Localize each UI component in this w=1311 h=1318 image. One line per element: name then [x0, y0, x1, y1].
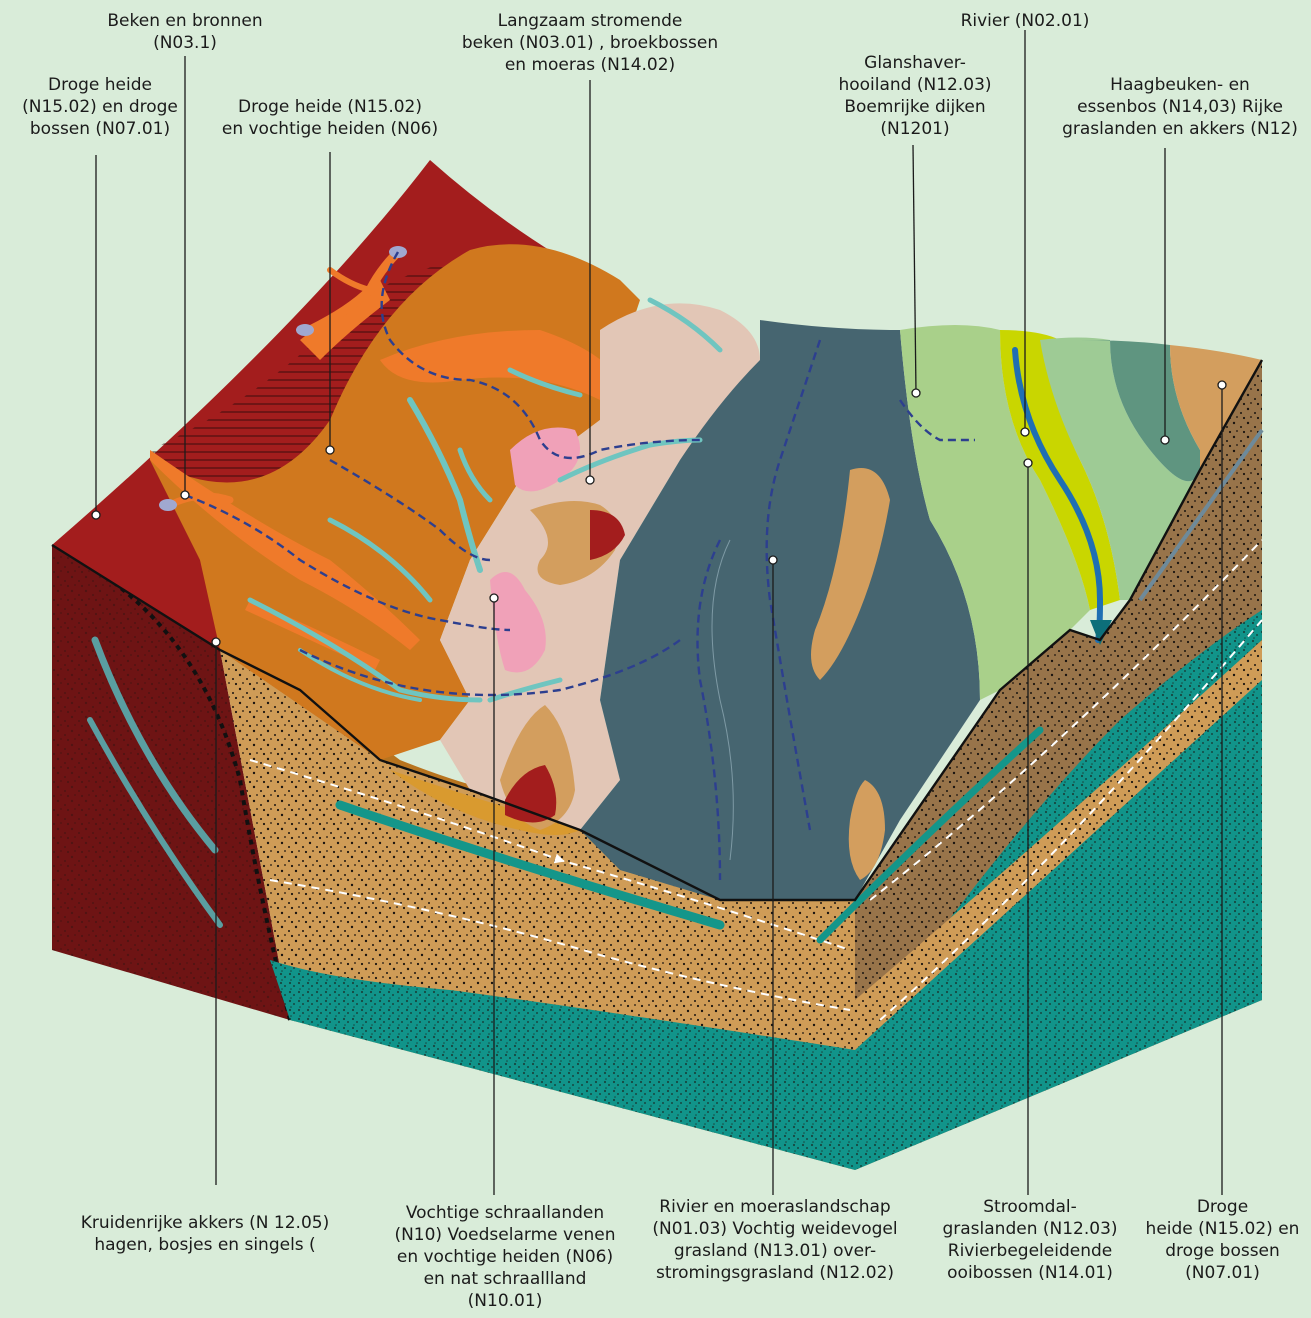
label-rivier: Rivier (N02.01)	[950, 10, 1100, 32]
label-droge-heide-vochtig: Droge heide (N15.02)en vochtige heiden (…	[205, 96, 455, 140]
label-beken-bronnen: Beken en bronnen(N03.1)	[85, 10, 285, 54]
label-vochtige-schraallanden: Vochtige schraallanden(N10) Voedselarme …	[380, 1202, 630, 1312]
label-stroomdal: Stroomdal-graslanden (N12.03)Rivierbegel…	[935, 1196, 1125, 1284]
label-glanshaver: Glanshaver-hooiland (N12.03)Boemrijke di…	[825, 52, 1005, 140]
label-rivier-moeras: Rivier en moeraslandschap(N01.03) Vochti…	[640, 1196, 910, 1284]
label-kruidenrijke: Kruidenrijke akkers (N 12.05)hagen, bosj…	[70, 1212, 340, 1256]
